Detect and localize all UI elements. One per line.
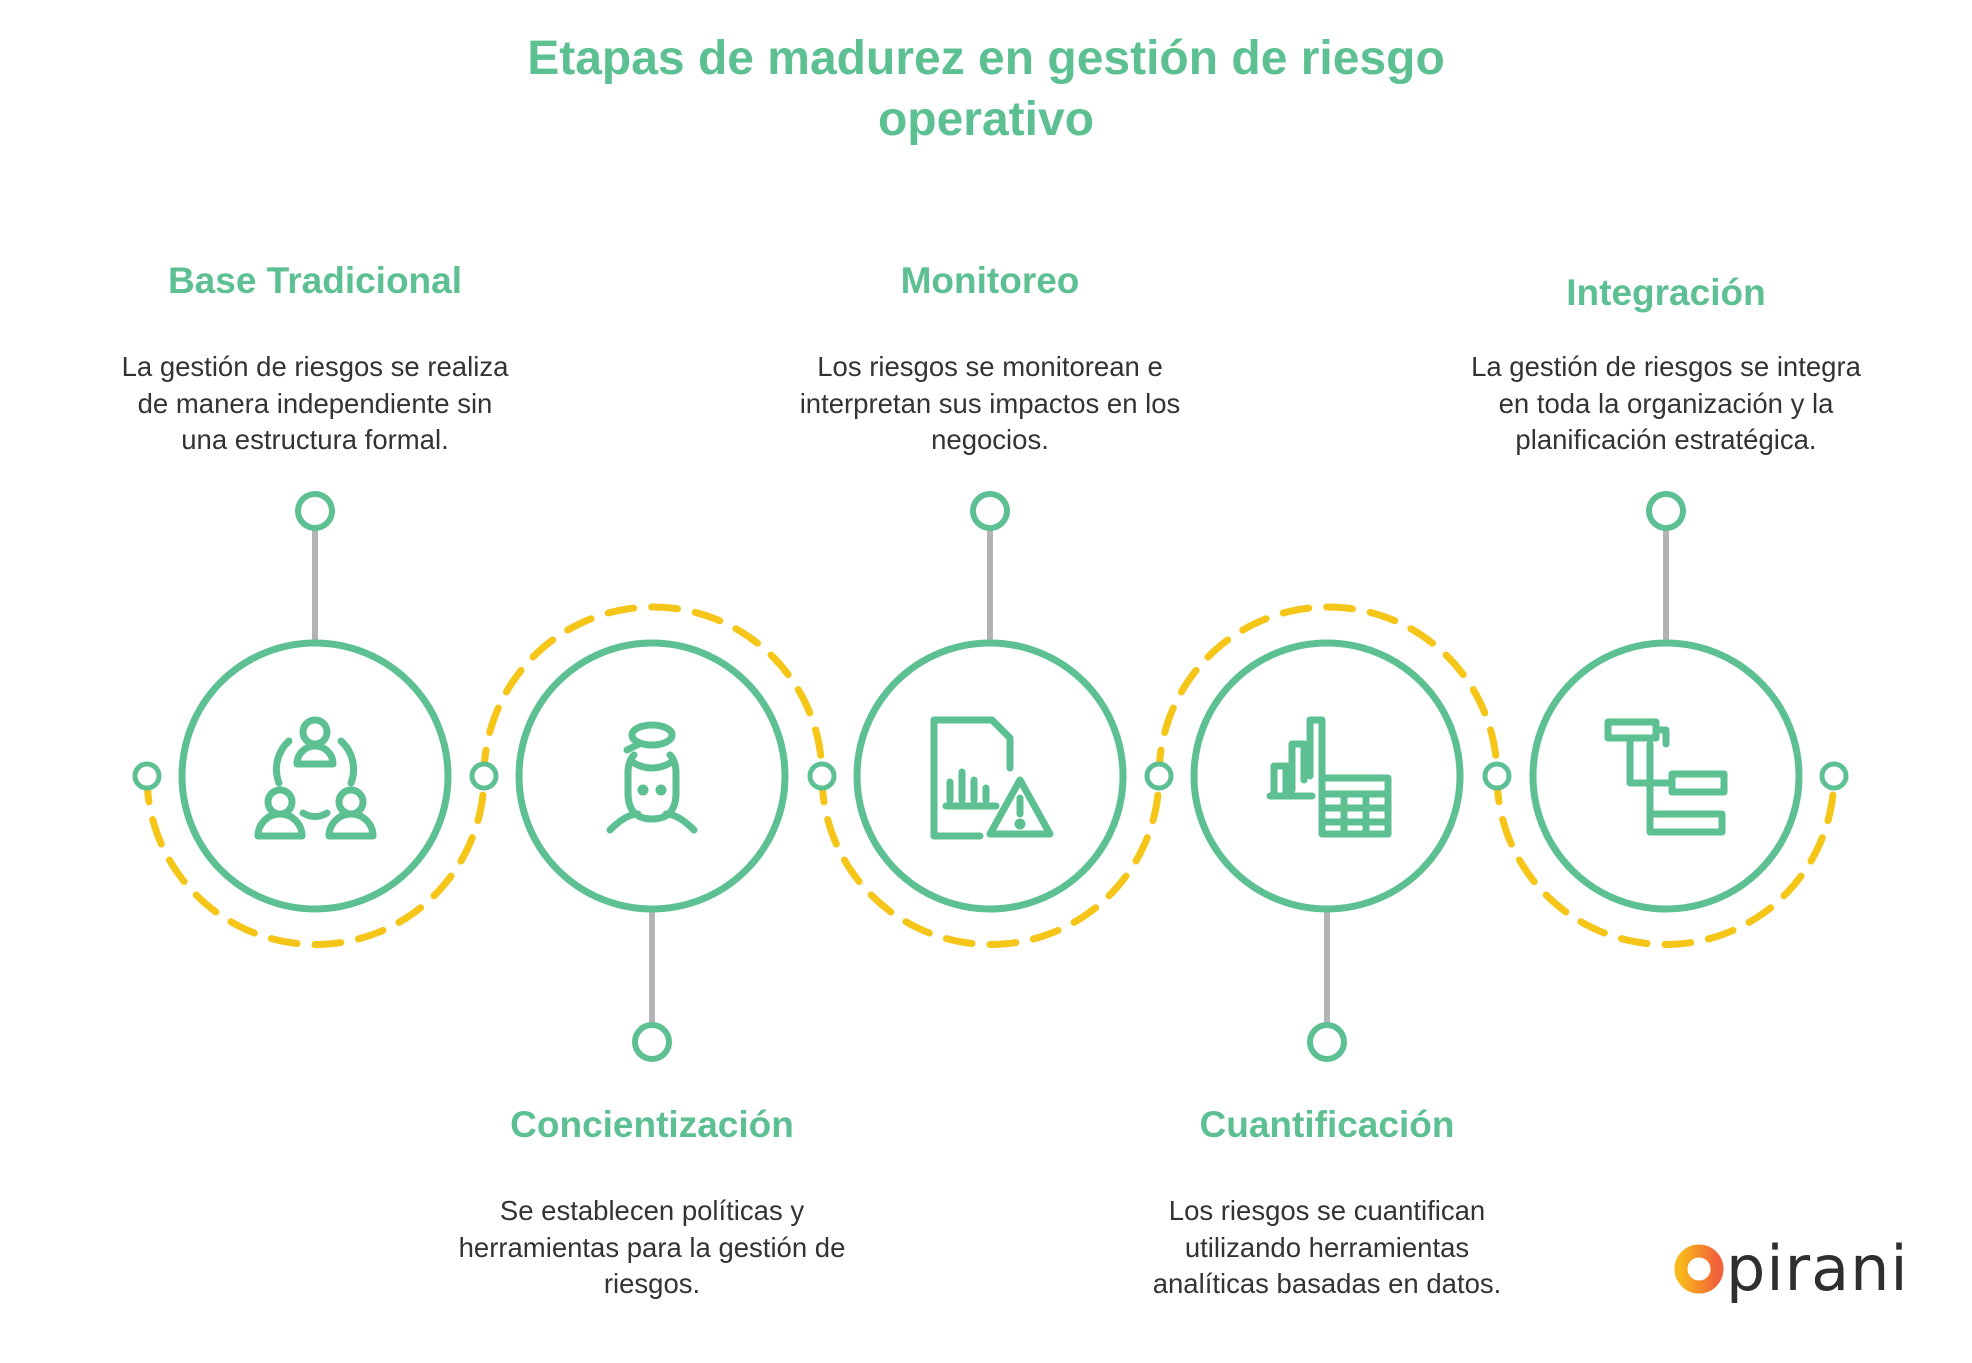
dashed-arc-1 <box>143 772 488 948</box>
stage-cuantificacion: Cuantificación Los riesgos se cuantifica… <box>1097 1103 1557 1303</box>
stage-integracion: Integración La gestión de riesgos se int… <box>1436 271 1896 459</box>
stage-title: Monitoreo <box>900 260 1080 301</box>
pin-top-1 <box>295 491 335 531</box>
page-title: Etapas de madurez en gestión de riesgo o… <box>0 28 1972 150</box>
stage-title: Integración <box>1566 272 1766 313</box>
people-network-icon <box>254 716 377 840</box>
stage-circle-1 <box>178 639 452 913</box>
arc-dot <box>1144 761 1174 791</box>
chart-table-icon <box>1266 716 1392 838</box>
stage-base-tradicional: Base Tradicional La gestión de riesgos s… <box>85 259 545 459</box>
arc-dot <box>469 761 499 791</box>
stage-circle-3 <box>853 639 1127 913</box>
dashed-arc-4 <box>1155 603 1501 780</box>
stage-title: Concientización <box>510 1104 794 1145</box>
pin-bottom-4 <box>1307 1022 1347 1062</box>
logo-text: pirani <box>1726 1232 1909 1305</box>
stage-title: Base Tradicional <box>167 260 463 301</box>
stage-concientizacion: Concientización Se establecen políticas … <box>422 1103 882 1303</box>
dashed-arc-3 <box>818 772 1163 948</box>
pirani-logo: pirani <box>1672 1232 1909 1305</box>
title-line-1: Etapas de madurez en gestión de riesgo <box>527 32 1445 85</box>
stage-circle-2 <box>515 639 789 913</box>
pin-top-5 <box>1646 491 1686 531</box>
dashed-arc-2 <box>480 603 826 780</box>
pirani-ring-icon <box>1674 1244 1724 1293</box>
dashed-arc-5 <box>1493 772 1838 948</box>
arc-dot <box>1819 761 1849 791</box>
stage-circle-5 <box>1529 639 1803 913</box>
arc-dot <box>807 761 837 791</box>
report-warning-icon <box>930 716 1054 840</box>
title-line-2: operativo <box>877 93 1095 146</box>
pin-top-3 <box>970 491 1010 531</box>
person-thinking-icon <box>606 721 698 834</box>
pin-bottom-2 <box>632 1022 672 1062</box>
stage-title: Cuantificación <box>1199 1104 1455 1145</box>
arc-dot <box>132 761 162 791</box>
hierarchy-blocks-icon <box>1604 718 1728 836</box>
arc-dot <box>1482 761 1512 791</box>
